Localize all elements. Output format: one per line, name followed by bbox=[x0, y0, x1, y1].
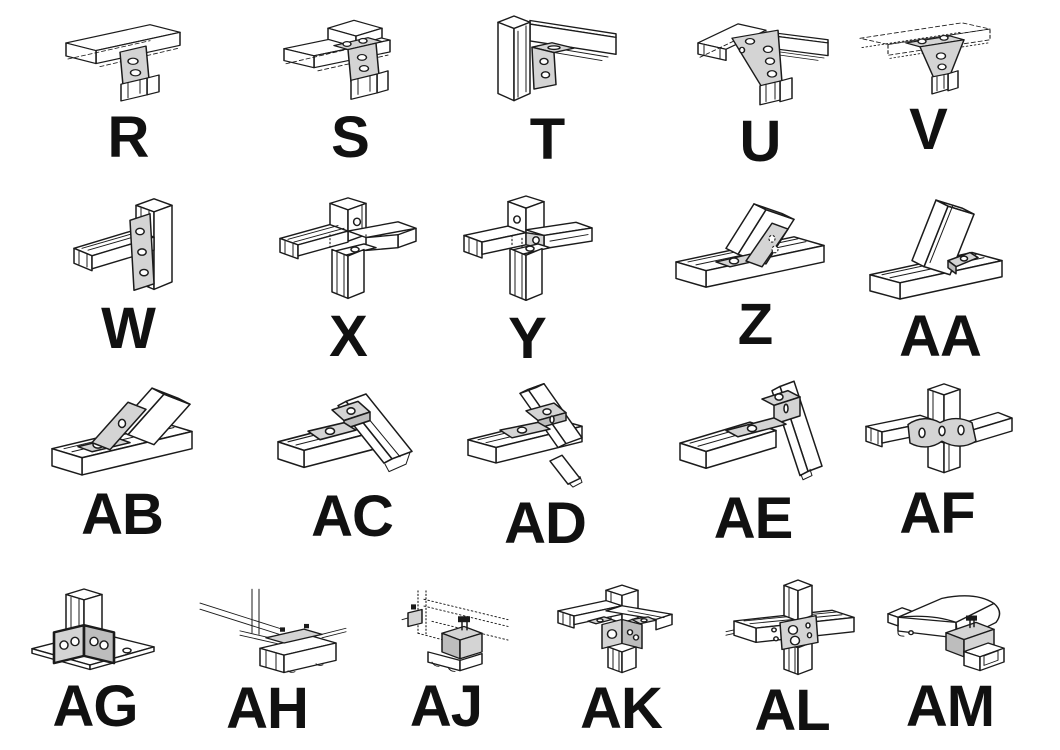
fitting-cell-ak: AK bbox=[552, 580, 692, 738]
fitting-ah-drawing bbox=[199, 588, 347, 674]
fitting-ak-drawing bbox=[557, 584, 673, 674]
fitting-z-drawing bbox=[675, 203, 825, 288]
fitting-ak-label: AK bbox=[580, 676, 663, 741]
fitting-z-label: Z bbox=[737, 292, 773, 357]
fitting-ah-label: AH bbox=[226, 676, 309, 741]
fitting-aa-drawing bbox=[869, 199, 1003, 300]
fitting-v-label: V bbox=[909, 97, 948, 162]
fitting-y-drawing bbox=[463, 195, 593, 302]
fitting-cell-v: V bbox=[850, 12, 1006, 159]
fitting-cell-t: T bbox=[468, 8, 628, 169]
fitting-w-label: W bbox=[101, 296, 156, 361]
fitting-w-drawing bbox=[73, 198, 173, 292]
fitting-s-label: S bbox=[331, 105, 370, 170]
fitting-am-label: AM bbox=[905, 674, 995, 739]
fitting-cell-w: W bbox=[52, 196, 204, 358]
fitting-r-drawing bbox=[65, 24, 181, 102]
fitting-ab-label: AB bbox=[81, 482, 164, 547]
fitting-ag-label: AG bbox=[52, 674, 139, 739]
fitting-s-drawing bbox=[283, 19, 391, 100]
fitting-t-label: T bbox=[529, 107, 565, 172]
fitting-ae-label: AE bbox=[713, 486, 794, 551]
fitting-u-label: U bbox=[739, 109, 782, 174]
fitting-aa-label: AA bbox=[899, 304, 982, 369]
fitting-al-label: AL bbox=[754, 678, 830, 743]
fitting-ae-drawing bbox=[679, 380, 823, 481]
fitting-ac-drawing bbox=[277, 393, 413, 473]
fitting-u-drawing bbox=[697, 23, 829, 106]
fitting-ad-label: AD bbox=[504, 491, 587, 556]
fitting-cell-af: AF bbox=[858, 382, 1016, 543]
fitting-r-label: R bbox=[107, 105, 150, 170]
fitting-cell-s: S bbox=[272, 14, 427, 167]
fitting-af-label: AF bbox=[899, 481, 975, 546]
fitting-cell-al: AL bbox=[724, 579, 864, 740]
fitting-aj-drawing bbox=[401, 590, 509, 672]
fitting-x-label: X bbox=[329, 304, 368, 369]
fitting-cell-r: R bbox=[50, 14, 205, 167]
fitting-x-drawing bbox=[279, 197, 417, 300]
fitting-am-drawing bbox=[887, 595, 1005, 672]
fitting-y-label: Y bbox=[508, 306, 547, 371]
fitting-cell-am: AM bbox=[884, 588, 1020, 736]
fitting-cell-aa: AA bbox=[860, 196, 1020, 366]
fitting-cell-ah: AH bbox=[196, 584, 347, 738]
fitting-aj-label: AJ bbox=[409, 674, 483, 739]
fitting-cell-ab: AB bbox=[44, 376, 206, 544]
fitting-v-drawing bbox=[859, 22, 991, 95]
fitting-ad-drawing bbox=[467, 383, 583, 488]
fitting-cell-y: Y bbox=[452, 195, 602, 368]
fitting-af-drawing bbox=[865, 383, 1013, 474]
fitting-t-drawing bbox=[497, 15, 617, 102]
fitting-ab-drawing bbox=[51, 387, 193, 476]
fitting-ac-label: AC bbox=[311, 484, 394, 549]
fitting-cell-aj: AJ bbox=[384, 584, 514, 736]
fitting-cell-ac: AC bbox=[272, 378, 434, 546]
fitting-cell-u: U bbox=[680, 8, 836, 171]
fitting-cell-ag: AG bbox=[24, 580, 166, 736]
fitting-ag-drawing bbox=[31, 588, 155, 671]
fitting-al-drawing bbox=[725, 579, 855, 676]
fitting-cell-z: Z bbox=[668, 200, 842, 354]
fitting-cell-ae: AE bbox=[672, 376, 838, 548]
fitting-cell-x: X bbox=[270, 196, 426, 366]
fitting-cell-ad: AD bbox=[462, 376, 630, 553]
